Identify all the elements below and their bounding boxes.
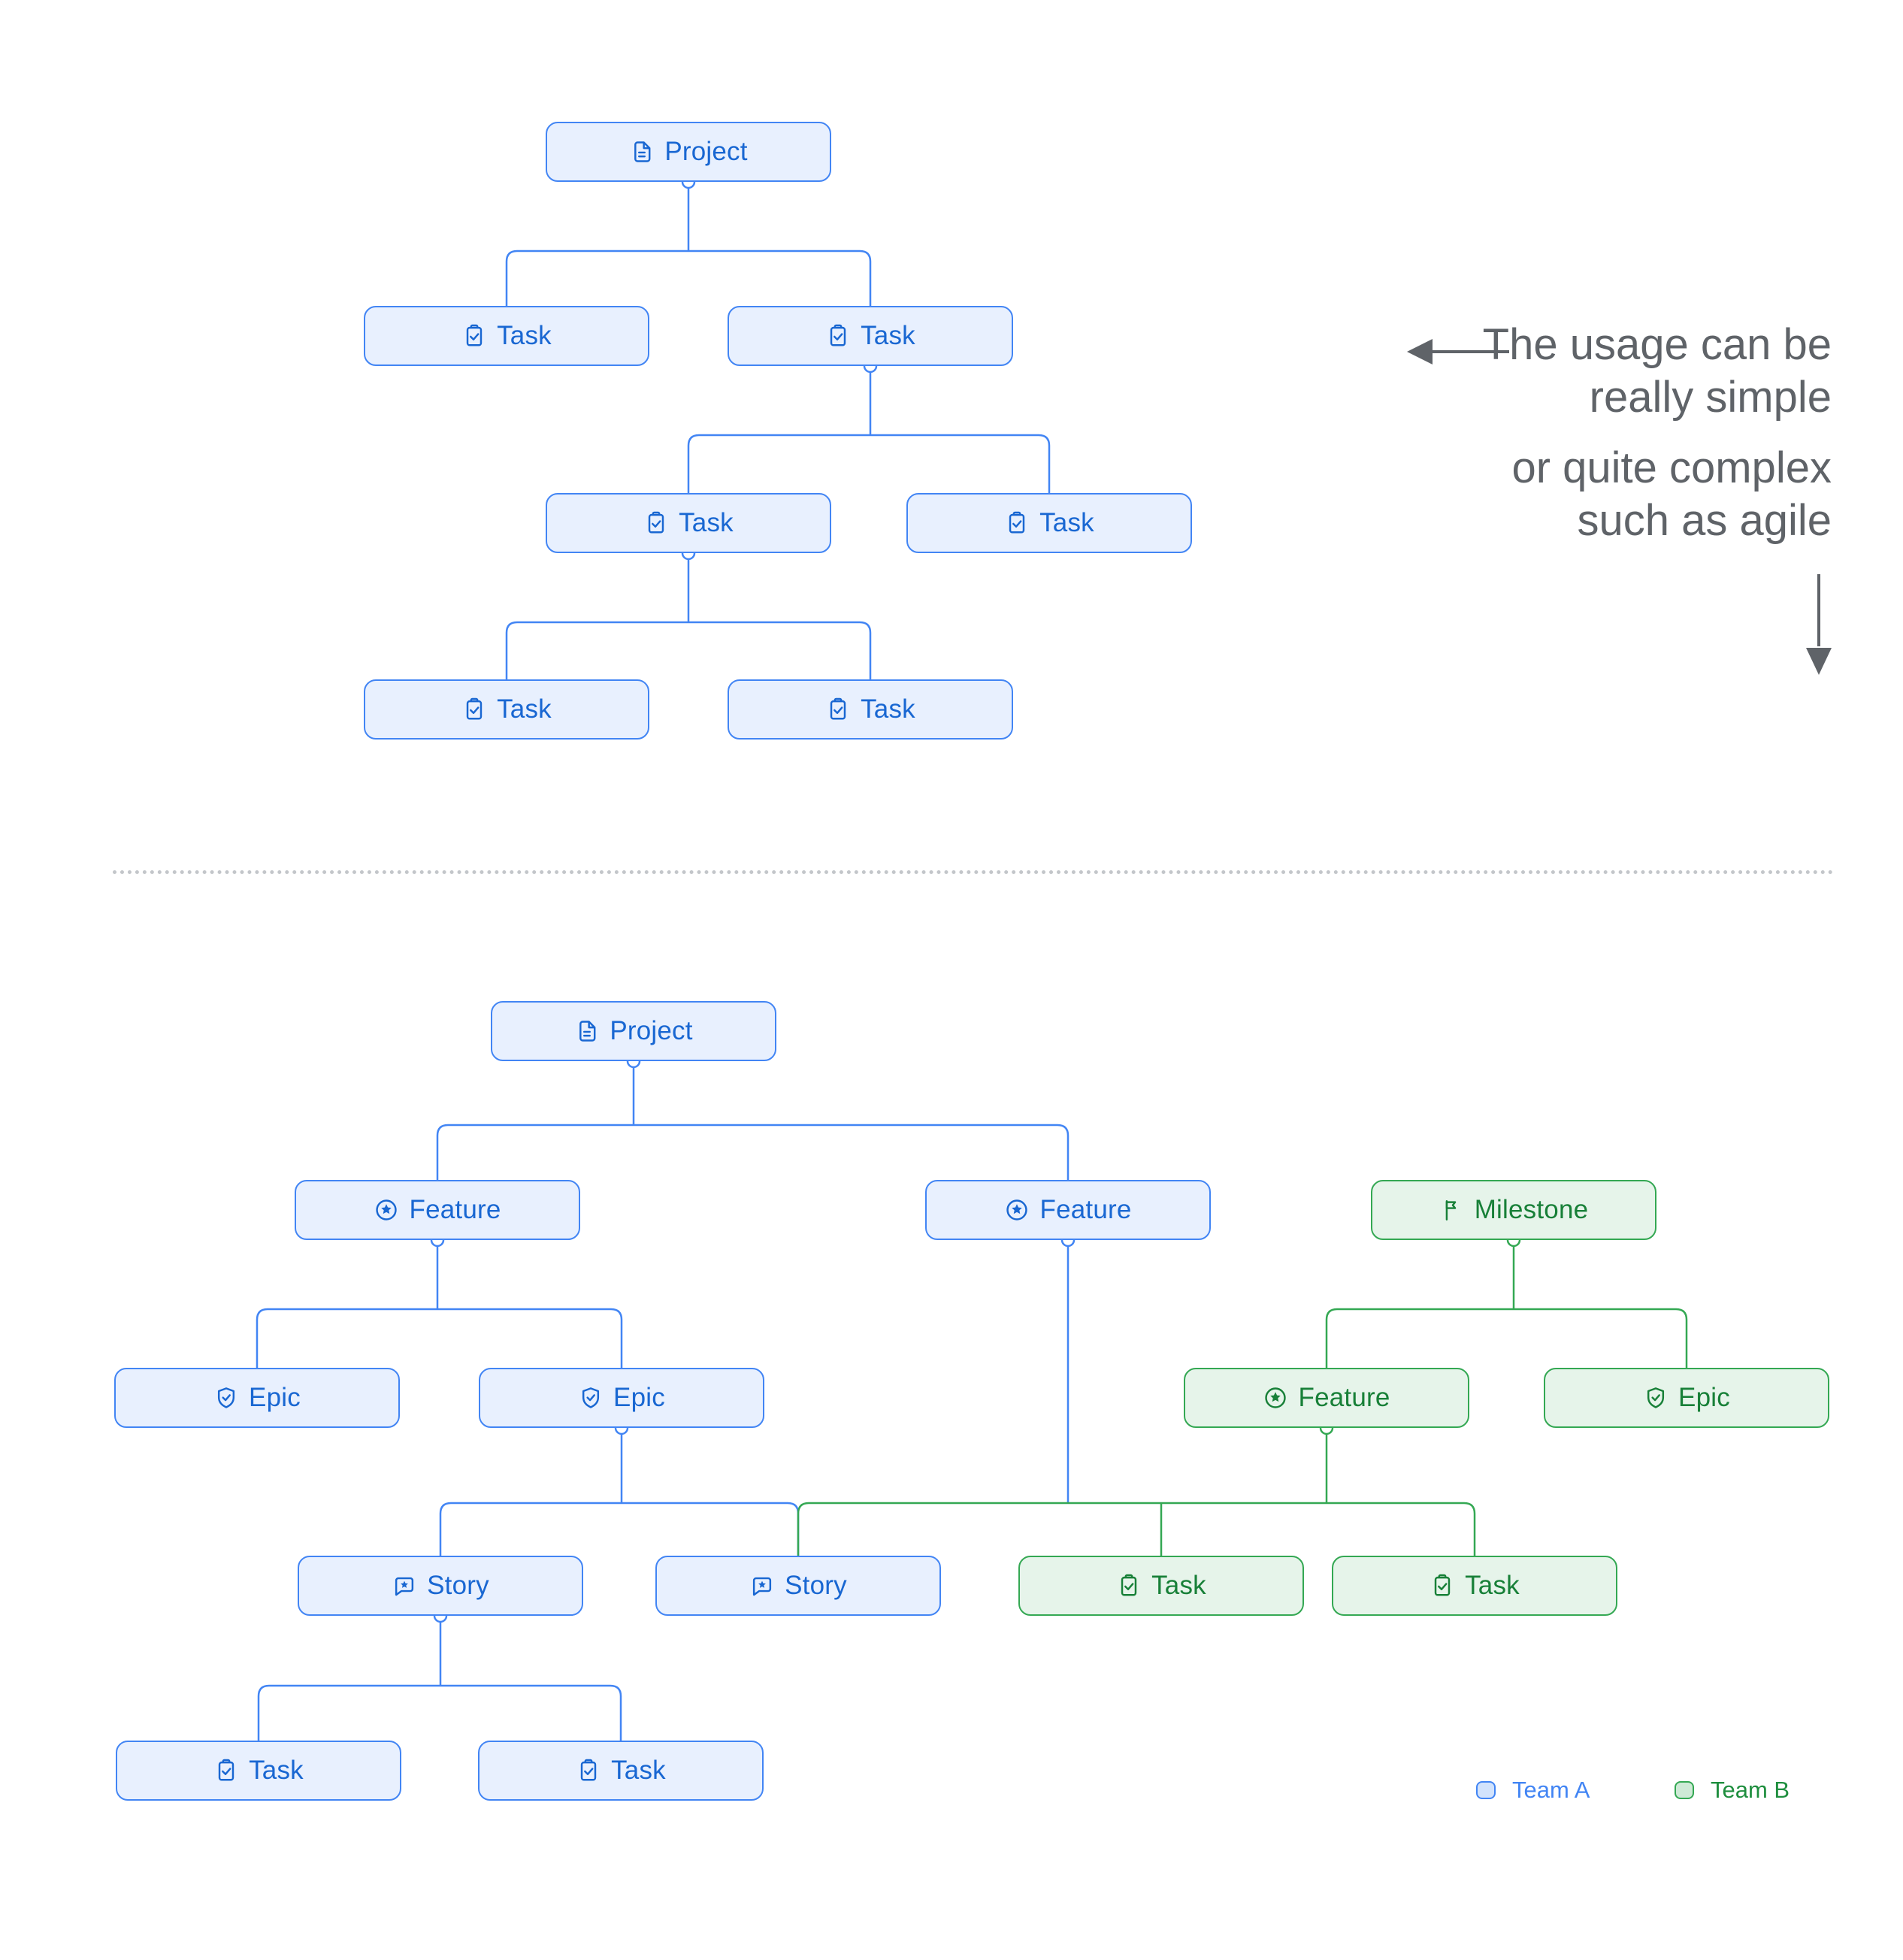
epic-icon [213, 1385, 239, 1411]
node-label: Feature [409, 1195, 501, 1224]
node-task-d2: Task [478, 1741, 764, 1801]
node-label: Epic [249, 1383, 301, 1412]
legend-label: Team B [1711, 1777, 1790, 1803]
annotation-text: The usage can be really simple or quite … [1483, 319, 1832, 547]
node-epic-2: Epic [479, 1368, 764, 1428]
node-label: Feature [1298, 1383, 1390, 1412]
task-icon [643, 510, 669, 536]
node-label: Task [1039, 508, 1094, 537]
task-icon [576, 1758, 601, 1783]
complex-link-team-b [797, 1428, 1476, 1556]
milestone-icon [1439, 1197, 1465, 1223]
node-label: Epic [613, 1383, 665, 1412]
node-label: Task [1151, 1571, 1206, 1600]
left-arrow-icon [1407, 339, 1509, 364]
node-label: Story [427, 1571, 489, 1600]
legend-item-team-a: Team A [1476, 1772, 1590, 1808]
epic-icon [1643, 1385, 1669, 1411]
story-icon [392, 1573, 417, 1599]
node-task-b1: Task [546, 493, 831, 553]
node-task-a1: Task [364, 306, 649, 366]
node-task-g2: Task [1332, 1556, 1617, 1616]
node-epic-1: Epic [114, 1368, 400, 1428]
node-feature-1: Feature [295, 1180, 580, 1240]
node-label: Task [497, 321, 552, 350]
simple-link-project [505, 182, 872, 306]
node-label: Task [497, 694, 552, 724]
node-label: Task [611, 1756, 666, 1785]
story-icon [749, 1573, 775, 1599]
task-icon [825, 697, 851, 722]
doc-icon [574, 1018, 600, 1044]
feature-icon [1004, 1197, 1030, 1223]
node-story-1: Story [298, 1556, 583, 1616]
complex-link-epic-2 [439, 1428, 800, 1556]
legend-label: Team A [1512, 1777, 1590, 1803]
complex-link-story-1 [257, 1616, 622, 1741]
node-task-a2: Task [728, 306, 1013, 366]
simple-link-task-b1 [505, 553, 872, 679]
annotation-line: really simple [1589, 373, 1832, 422]
legend-item-team-b: Team B [1675, 1772, 1790, 1808]
complex-link-feature-1 [256, 1240, 623, 1368]
node-label: Project [610, 1016, 693, 1045]
team-a-swatch [1476, 1781, 1496, 1799]
node-feature-3: Feature [1184, 1368, 1469, 1428]
task-icon [1116, 1573, 1142, 1599]
complex-link-milestone [1325, 1240, 1688, 1368]
node-story-2: Story [655, 1556, 941, 1616]
node-task-c2: Task [728, 679, 1013, 740]
task-icon [1430, 1573, 1455, 1599]
node-project: Project [546, 122, 831, 182]
down-arrow-icon [1806, 574, 1832, 675]
node-label: Story [785, 1571, 847, 1600]
complex-link-project [436, 1061, 1069, 1180]
feature-icon [1263, 1385, 1288, 1411]
annotation-paragraph-1: The usage can be really simple [1483, 319, 1832, 424]
task-icon [461, 697, 487, 722]
annotation-paragraph-2: or quite complex such as agile [1483, 442, 1832, 547]
node-task-d1: Task [116, 1741, 401, 1801]
task-icon [825, 323, 851, 349]
node-project-2: Project [491, 1001, 776, 1061]
annotation-line: such as agile [1577, 496, 1832, 545]
node-label: Task [1465, 1571, 1520, 1600]
simple-link-task-a2 [687, 366, 1051, 493]
team-b-swatch [1675, 1781, 1694, 1799]
node-label: Epic [1678, 1383, 1730, 1412]
annotation-line: or quite complex [1511, 443, 1832, 492]
annotation-line: The usage can be [1482, 320, 1832, 369]
node-label: Project [664, 137, 748, 166]
feature-icon [374, 1197, 399, 1223]
node-label: Task [679, 508, 734, 537]
task-icon [461, 323, 487, 349]
dotted-divider [113, 870, 1834, 874]
node-epic-3: Epic [1544, 1368, 1829, 1428]
doc-icon [629, 139, 655, 165]
node-task-c1: Task [364, 679, 649, 740]
node-label: Feature [1039, 1195, 1132, 1224]
node-feature-2: Feature [925, 1180, 1211, 1240]
node-milestone: Milestone [1371, 1180, 1656, 1240]
task-icon [213, 1758, 239, 1783]
epic-icon [578, 1385, 604, 1411]
node-label: Milestone [1474, 1195, 1589, 1224]
node-task-g1: Task [1018, 1556, 1304, 1616]
node-label: Task [861, 694, 915, 724]
node-label: Task [861, 321, 915, 350]
node-task-b2: Task [906, 493, 1192, 553]
task-icon [1004, 510, 1030, 536]
node-label: Task [249, 1756, 304, 1785]
